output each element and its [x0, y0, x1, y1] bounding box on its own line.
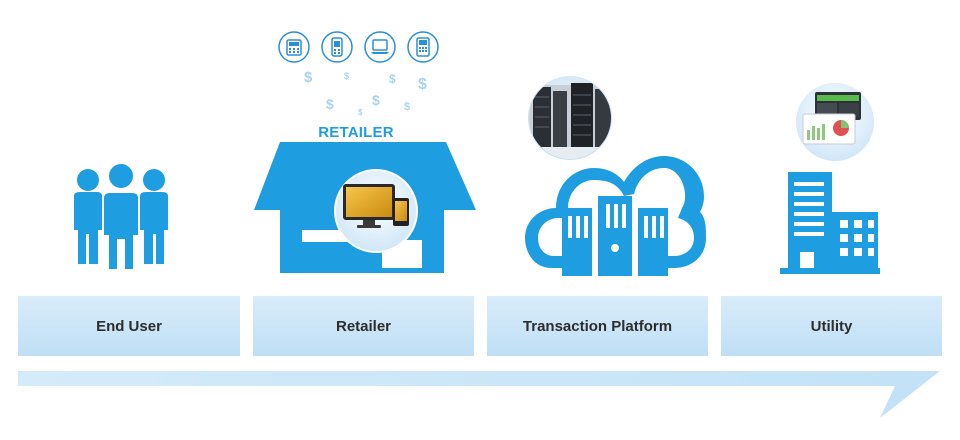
stage-label-text: Transaction Platform — [522, 317, 673, 335]
mobile-phone-icon — [321, 31, 353, 63]
stage-label-utility: Utility — [721, 296, 942, 356]
desk-phone-icon — [278, 31, 310, 63]
stage-label-text: End User — [96, 317, 162, 335]
dollar-icon: $ — [344, 71, 350, 81]
dashboard-icon — [794, 81, 876, 163]
dollar-icon: $ — [389, 72, 396, 86]
pos-terminal-icon — [407, 31, 439, 63]
retailer-sign: RETAILER — [318, 124, 394, 141]
dollar-icon: $ — [304, 69, 313, 86]
stage-label-text: Utility — [810, 317, 853, 335]
stage-label-retailer: Retailer — [253, 296, 474, 356]
dollar-icon: $ — [358, 108, 363, 117]
people-icon — [74, 162, 168, 271]
dollar-icon: $ — [372, 92, 380, 108]
laptop-icon — [364, 31, 396, 63]
stage-label-transaction-platform: Transaction Platform — [487, 296, 708, 356]
stage-label-end-user: End User — [18, 296, 240, 356]
data-center-icon — [526, 74, 614, 162]
stage-label-text: Retailer — [335, 317, 392, 335]
dollar-icon: $ — [404, 101, 411, 113]
building-icon — [780, 172, 880, 274]
cloud-servers-icon — [525, 156, 706, 276]
dollar-icon: $ — [326, 96, 334, 112]
dollar-icon: $ — [418, 76, 427, 93]
kiosk-screen-icon — [334, 169, 418, 253]
